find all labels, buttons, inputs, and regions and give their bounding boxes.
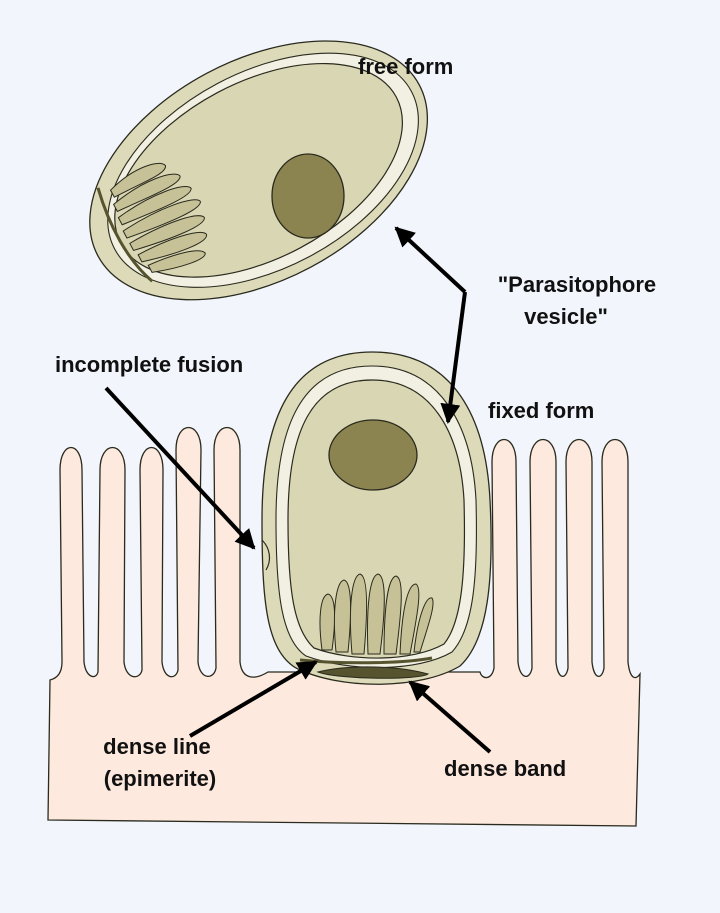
arrow-to-fixed-vesicle (440, 291, 467, 424)
label-incomplete-fusion: incomplete fusion (55, 352, 243, 377)
host-epithelium (47, 426, 641, 827)
arrow-dense-band (408, 680, 492, 754)
label-dense-line-line1: dense line (103, 734, 211, 759)
arrows (104, 226, 492, 754)
arrow-to-free-vesicle (394, 226, 467, 294)
fixed-form-organelles (319, 573, 434, 655)
free-form-cell (89, 40, 429, 301)
label-dense-line-line2: (epimerite) (104, 766, 216, 791)
label-dense-line: dense line (epimerite) (103, 734, 217, 791)
label-parasitophore-line1: "Parasitophore (498, 272, 656, 297)
arrow-incomplete-fusion (104, 386, 256, 550)
label-parasitophore-line2: vesicle" (524, 304, 608, 329)
incomplete-fusion-junction (261, 539, 271, 571)
fixed-form-nucleus (328, 419, 418, 491)
free-form-dense-line (96, 187, 154, 283)
arrow-dense-line (188, 660, 318, 738)
label-dense-band: dense band (444, 756, 566, 781)
label-parasitophore-vesicle: "Parasitophore vesicle" (498, 272, 663, 329)
fixed-form-cell (261, 351, 492, 685)
dense-band (316, 666, 430, 679)
label-free-form: free form (358, 54, 453, 79)
label-fixed-form: fixed form (488, 398, 594, 423)
free-form-organelles (109, 162, 208, 273)
free-form-nucleus (271, 153, 345, 239)
